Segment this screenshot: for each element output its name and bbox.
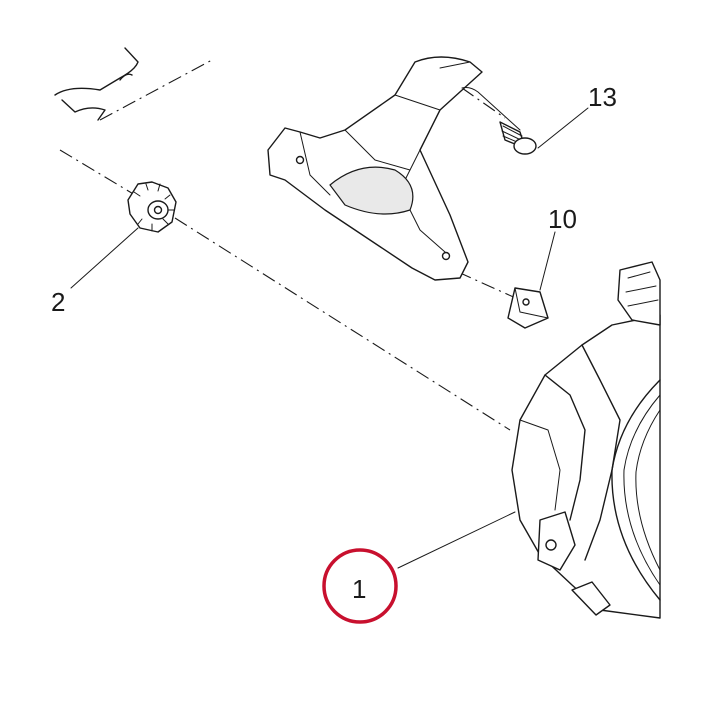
leader-lines <box>70 87 589 569</box>
bolt-part-13 <box>499 121 537 155</box>
assembly-center-lines <box>59 87 521 431</box>
callout-label-2: 2 <box>51 287 65 317</box>
housing-fragment <box>54 47 213 121</box>
clip-nut-part-10 <box>507 287 549 329</box>
gear-part-2 <box>127 181 177 233</box>
callout-label-10: 10 <box>548 204 577 234</box>
callout-1-highlight-ring <box>322 548 398 624</box>
mounting-bracket <box>267 56 483 281</box>
callout-label-1: 1 <box>352 574 366 604</box>
lamp-assembly-part-1 <box>511 261 661 619</box>
callout-label-13: 13 <box>588 82 617 112</box>
